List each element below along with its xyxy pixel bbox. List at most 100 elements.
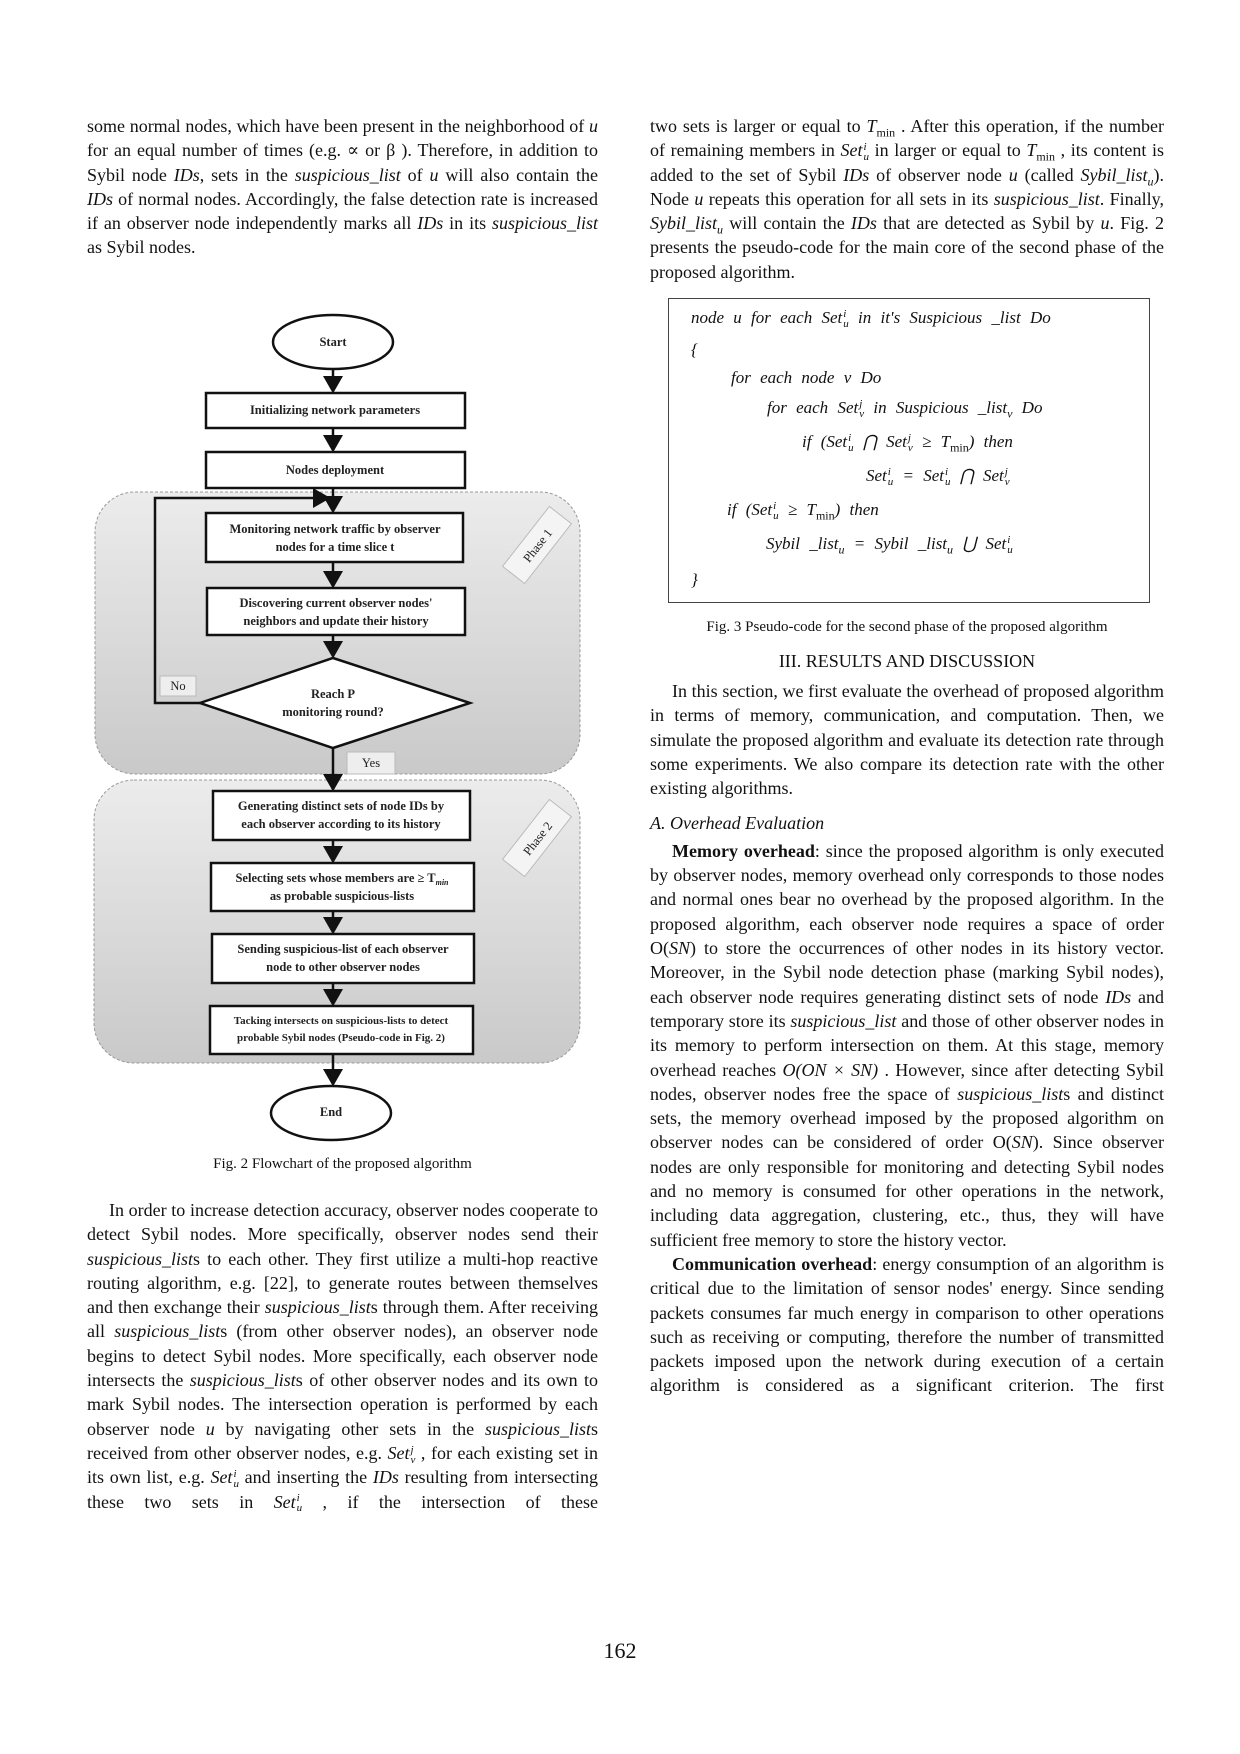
paragraph: some normal nodes, which have been prese… xyxy=(87,114,598,260)
math-term: min xyxy=(950,440,969,455)
text-run: In order to increase detection accuracy,… xyxy=(87,1200,598,1245)
text-run: in Suspicious _list xyxy=(864,398,1008,418)
right-column: two sets is larger or equal to Tmin . Af… xyxy=(650,114,1164,1398)
text-run: , sets in the xyxy=(199,164,295,185)
text-run: : since the proposed algorithm is only e… xyxy=(650,840,1164,959)
step-label: Sending suspicious-list of each observer xyxy=(237,942,449,956)
text-run: if ( xyxy=(802,432,827,452)
text-run: (called xyxy=(1017,164,1081,185)
figure-caption: Fig. 2 Flowchart of the proposed algorit… xyxy=(213,1156,472,1172)
text-run: In this section, we first evaluate the o… xyxy=(650,681,1164,799)
yes-label: Yes xyxy=(362,756,380,770)
pseudocode-caption: Fig. 3 Pseudo-code for the second phase … xyxy=(706,619,1108,636)
subsection-heading: A. Overhead Evaluation xyxy=(650,812,825,833)
text-run: in larger or equal to xyxy=(868,140,1027,161)
text-run: ). Since observer nodes are only respons… xyxy=(650,1132,1164,1250)
text-run: for an equal number of times (e.g. ∝ or … xyxy=(87,140,598,185)
math-term: min xyxy=(815,508,835,523)
text-run: . However, since after detecting Sybil n… xyxy=(650,1059,1164,1104)
text-run: for each xyxy=(767,398,838,418)
text-run: u xyxy=(1008,164,1018,185)
step-label: each observer according to its history xyxy=(241,817,441,831)
text-run: suspicious_list xyxy=(484,1418,591,1439)
text-run: in it's Suspicious _list Do xyxy=(848,308,1051,328)
text-run: IDs xyxy=(417,213,444,234)
text-run: s received from other observer nodes, e.… xyxy=(87,1418,598,1463)
text-run: IDs xyxy=(372,1467,399,1488)
text-run: Sybil _list xyxy=(766,534,839,554)
text-run: of observer node xyxy=(869,164,1009,185)
text-run: and inserting the xyxy=(238,1467,373,1488)
text-run: as Sybil nodes. xyxy=(87,237,196,258)
text-run: = xyxy=(893,466,924,486)
text-run: : energy consumption of an algorithm is … xyxy=(650,1253,1165,1396)
step-label: Initializing network parameters xyxy=(250,403,420,417)
text-run: IDs xyxy=(87,188,113,209)
text-run: by navigating other sets in the xyxy=(214,1418,485,1439)
text-run: u xyxy=(205,1418,215,1439)
decision-label: Reach P xyxy=(311,687,355,701)
paragraph: In order to increase detection accuracy,… xyxy=(87,1198,598,1514)
text-run: SN xyxy=(669,938,691,959)
text-run: suspicious_list xyxy=(957,1083,1064,1104)
step-label: as probable suspicious-lists xyxy=(270,889,414,903)
yes-tag xyxy=(346,751,396,775)
text-run: = Sybil _list xyxy=(844,534,948,554)
math-term: Tmin xyxy=(1026,140,1056,164)
text-run: for each node v Do xyxy=(731,368,882,388)
text-run: ≥ T xyxy=(912,432,951,452)
paragraph: Communication overhead: energy consumpti… xyxy=(650,1252,1164,1398)
text-run: s of other observer nodes and its own to… xyxy=(87,1370,598,1439)
text-run: some normal nodes, which have been prese… xyxy=(87,116,589,136)
text-run: u xyxy=(429,164,439,185)
text-run: suspicious_list xyxy=(264,1297,371,1318)
text-run: node u for each xyxy=(691,308,822,328)
step-label-text: Selecting sets whose members are ≥ T xyxy=(235,871,436,885)
text-run: } xyxy=(691,570,698,590)
flowchart-figure: Phase 1 Phase 2 Start Initializing netwo… xyxy=(93,313,581,1142)
text-run: and temporary store its xyxy=(650,986,1164,1031)
text-run: of xyxy=(400,164,430,185)
decision-diamond xyxy=(196,656,475,750)
text-run: suspicious_list xyxy=(491,213,598,234)
step-monitor xyxy=(204,511,465,564)
left-column: some normal nodes, which have been prese… xyxy=(87,114,598,260)
text-run: O(ON × SN) xyxy=(782,1059,879,1080)
step-label: Monitoring network traffic by observer xyxy=(229,522,441,536)
text-run: suspicious_list xyxy=(790,1010,897,1031)
text-run: resulting from intersecting these two se… xyxy=(87,1467,598,1512)
text-run: . Fig. 2 presents the pseudo-code for th… xyxy=(650,213,1164,282)
start-terminal xyxy=(271,313,395,371)
text-run: s (from other observer nodes), an observ… xyxy=(87,1321,598,1391)
text-run: suspicious_list xyxy=(87,1248,194,1269)
no-tag xyxy=(159,675,197,697)
text-run: . After this operation, if the number of… xyxy=(650,116,1164,161)
text-run: Communication overhead xyxy=(672,1253,873,1274)
text-run: suspicious_list xyxy=(189,1370,296,1391)
tmin-subscript: min xyxy=(436,878,449,887)
text-run: u xyxy=(1100,213,1110,234)
step-deploy xyxy=(204,450,467,490)
step-select xyxy=(209,861,476,913)
step-label: node to other observer nodes xyxy=(266,960,420,974)
text-run: ⋂ xyxy=(950,466,983,486)
text-run: if ( xyxy=(727,500,752,520)
step-send xyxy=(210,932,476,985)
start-label: Start xyxy=(319,335,347,349)
text-run: s to each other. They first utilize a mu… xyxy=(87,1248,598,1318)
step-intersect xyxy=(208,1004,475,1056)
text-run: , its content is added to the set of Syb… xyxy=(650,140,1165,185)
step-label: probable Sybil nodes (Pseudo-code in Fig… xyxy=(237,1032,445,1044)
